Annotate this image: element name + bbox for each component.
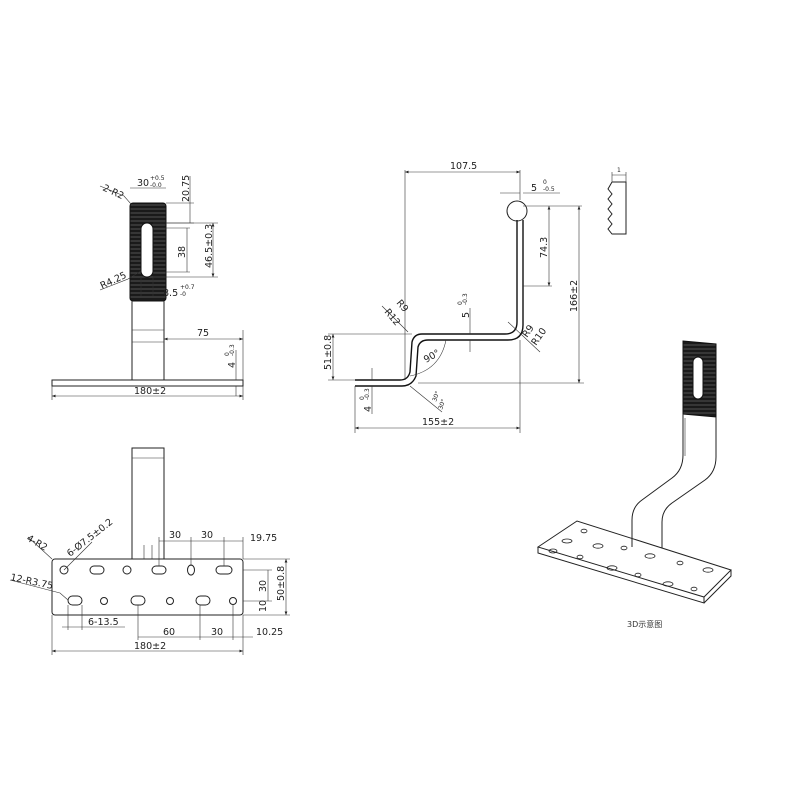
- overall-length-label: 155±2: [422, 417, 454, 428]
- base-thickness-label: 4: [227, 362, 238, 368]
- plan-base-length-label: 180±2: [134, 641, 166, 652]
- top-length-label: 107.5: [450, 161, 477, 172]
- isometric-view: 3D示意图: [536, 340, 732, 629]
- corner-radius-label: 2-R2: [101, 183, 126, 202]
- slot-hole: [215, 565, 233, 575]
- serration-label: 1: [617, 167, 621, 174]
- slot-width-tol-upper: +0.7: [180, 284, 195, 291]
- hole: [229, 597, 237, 605]
- hole: [59, 565, 69, 575]
- mid-thickness-label: 5: [461, 312, 472, 318]
- end-offset-label: 10.25: [256, 627, 283, 638]
- base-thickness-tol-upper: 0: [224, 352, 231, 356]
- slot-hole: [89, 565, 105, 575]
- edge-offset-label: 19.75: [250, 533, 277, 544]
- slot-hole: [67, 595, 83, 606]
- front-view: 30 +0.5 -0.0 2-R2 20.75 38 46.5±0.3 R4.2…: [51, 175, 244, 400]
- side-base-thickness-label: 4: [363, 406, 374, 412]
- arm-offset-label: 75: [197, 328, 209, 339]
- pitch-a-label: 30: [169, 530, 181, 541]
- plate-width-label: 50±0.8: [276, 566, 287, 601]
- hole: [187, 564, 195, 576]
- tip-tol-lower: -0.5: [543, 186, 555, 193]
- outer-radius-left: R9: [394, 298, 411, 315]
- slot-width-label: 8.5: [163, 288, 178, 299]
- iso-caption: 3D示意图: [627, 619, 662, 629]
- row-spacing-label: 30: [258, 580, 269, 592]
- slot-hole: [130, 595, 146, 606]
- top-margin-label: 20.75: [181, 175, 192, 202]
- width-tol-lower: -0.0: [150, 182, 162, 189]
- hole: [166, 597, 174, 605]
- base-plate: [51, 558, 244, 616]
- hook-tip: [506, 200, 528, 222]
- tip-thickness-label: 5: [531, 183, 537, 194]
- span-30-label: 30: [211, 627, 223, 638]
- slot-hole: [151, 565, 167, 575]
- slot-length-label: 38: [177, 246, 188, 258]
- overall-height-label: 166±2: [569, 280, 580, 312]
- slot-span-label: 46.5±0.3: [204, 224, 215, 268]
- mid-tol-lower: -0.3: [462, 293, 469, 305]
- span-60-label: 60: [163, 627, 175, 638]
- hole-spec-label: 6-Ø7.5±0.2: [65, 517, 115, 560]
- hole: [100, 597, 108, 605]
- slot-hole: [195, 595, 211, 606]
- slot-radius-label: R4.25: [99, 270, 129, 292]
- bend-label-a: 30°: [431, 390, 441, 402]
- width-tol-upper: +0.5: [150, 175, 165, 182]
- side-view: 107.5 5 0 -0.5 74.3 166±2 R12 R9 R9 R10 …: [323, 161, 584, 433]
- upper-drop-label: 74.3: [539, 237, 550, 258]
- base-thickness-tol-lower: -0.3: [229, 344, 236, 356]
- side-base-tol-lower: -0.3: [364, 388, 371, 400]
- mid-tol-upper: 0: [457, 301, 464, 305]
- angle-label: 90°: [422, 348, 442, 366]
- width-label: 30: [137, 178, 149, 189]
- hole: [122, 565, 132, 575]
- slot-spec-label: 12-R3.75: [9, 572, 54, 592]
- tip-tol-upper: 0: [543, 179, 547, 186]
- plan-view: 4-R2 6-Ø7.5±0.2 12-R3.75 30 30 19.75 30 …: [9, 447, 290, 655]
- edge-row-label: 10: [258, 600, 269, 612]
- plan-corner-radius: 4-R2: [25, 533, 50, 554]
- slot-size-label: 6-13.5: [88, 617, 119, 628]
- bend-label-b: 30°: [437, 398, 447, 410]
- slot-width-tol-lower: -0: [180, 291, 186, 298]
- slot: [140, 222, 154, 278]
- side-base-tol-upper: 0: [359, 396, 366, 400]
- step-height-label: 51±0.8: [323, 335, 334, 370]
- base-width-label: 180±2: [134, 386, 166, 397]
- pitch-b-label: 30: [201, 530, 213, 541]
- serration-detail: 1: [607, 167, 627, 235]
